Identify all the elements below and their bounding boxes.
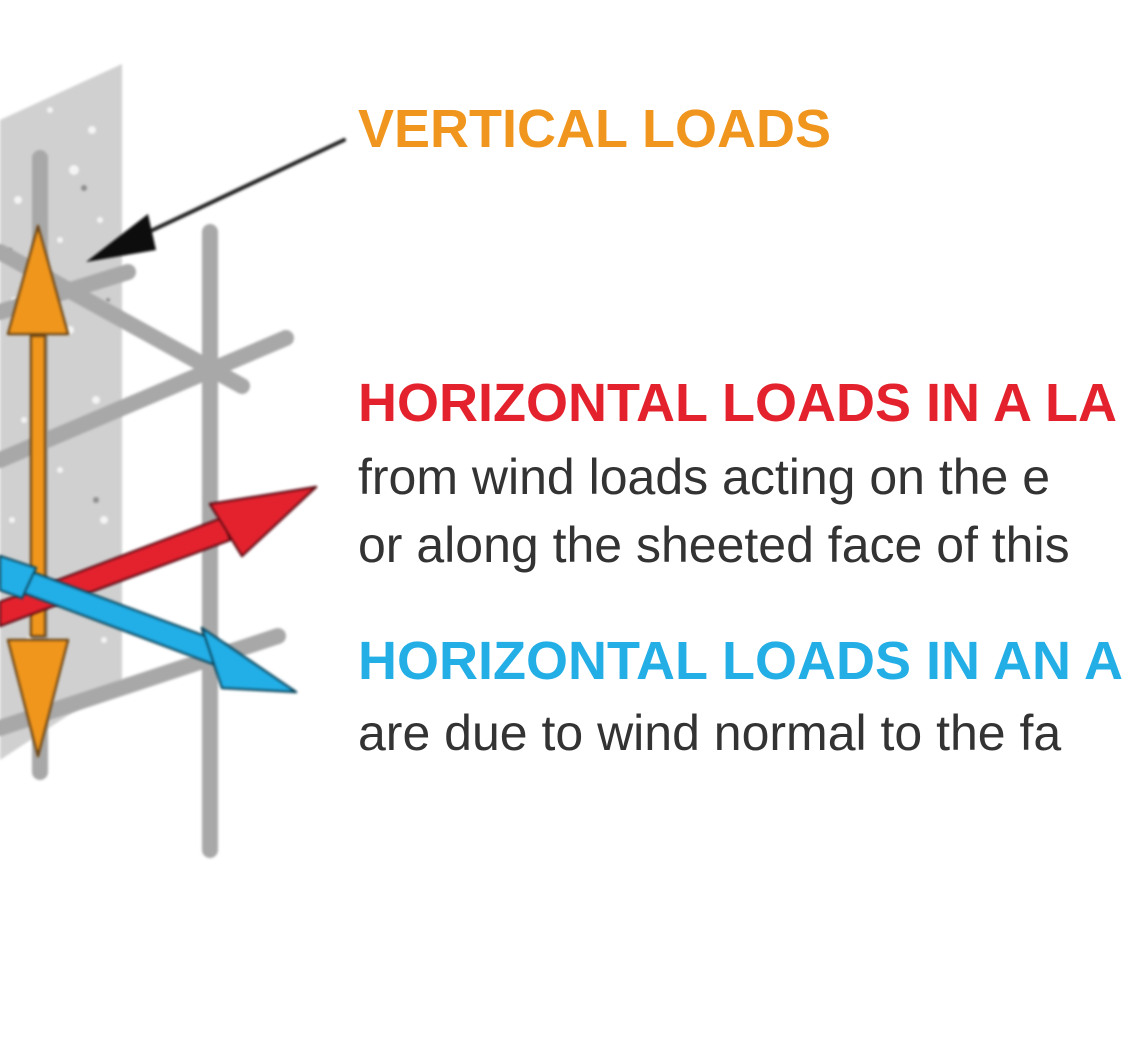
lateral-loads-title: HORIZONTAL LOADS IN A LA [358,373,1117,433]
vertical-load-arrow [6,224,70,758]
vertical-loads-title: VERTICAL LOADS [358,99,832,159]
frame-rail-upper-2 [0,330,294,468]
lateral-loads-description-line-2: or along the sheeted face of this [358,517,1070,573]
vertical-leader-arrow [86,138,346,262]
axial-loads-description-line-1: are due to wind normal to the fa [358,705,1062,761]
axial-load-arrow [0,554,298,694]
axial-loads-title: HORIZONTAL LOADS IN AN A [358,631,1123,691]
lateral-loads-description-line-1: from wind loads acting on the e [358,449,1051,505]
